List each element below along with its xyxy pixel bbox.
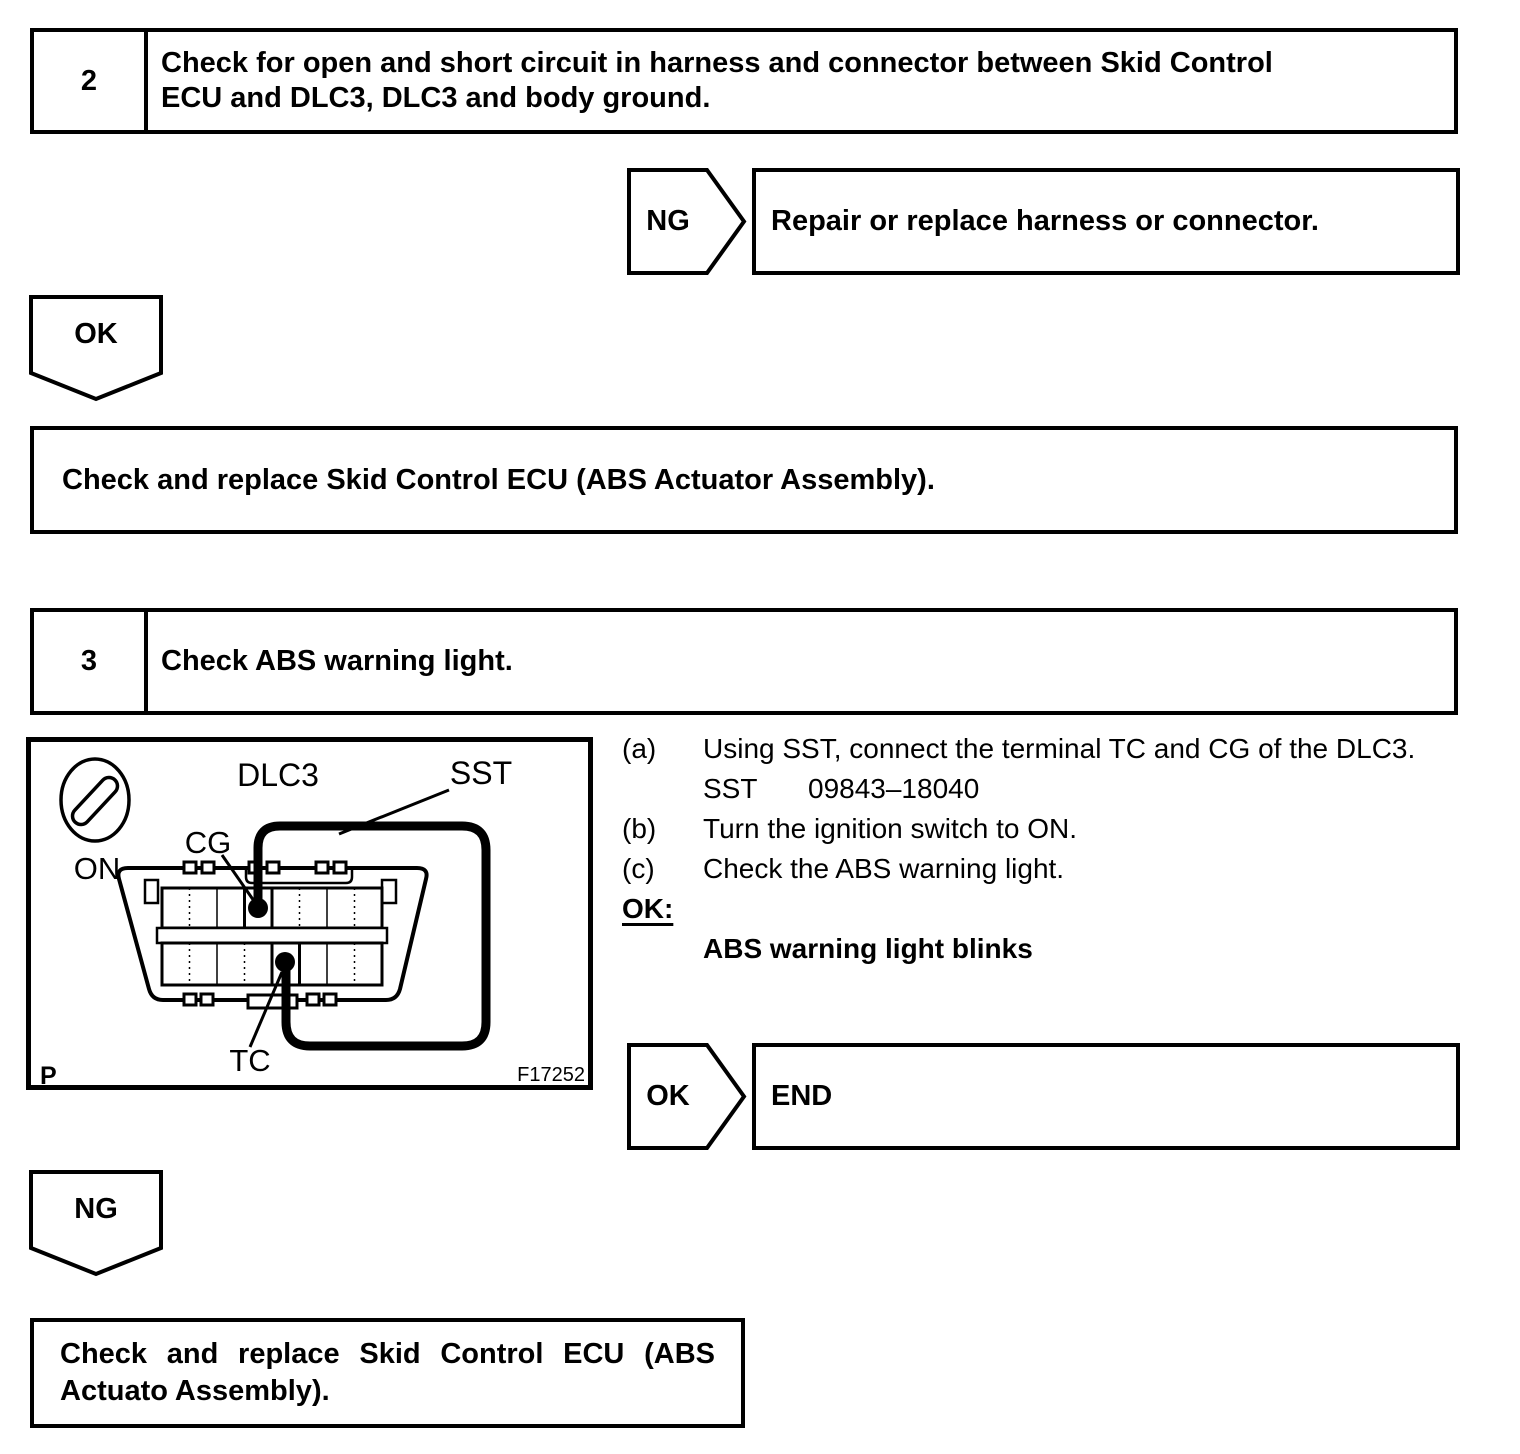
dlc3-diagram: ON xyxy=(26,737,593,1090)
sst-part-number: 09843–18040 xyxy=(808,773,980,804)
ok-end-label: OK xyxy=(646,1080,690,1112)
tc-pointer-line xyxy=(248,971,284,1048)
step-2-title-line2: ECU and DLC3, DLC3 and body ground. xyxy=(161,82,711,114)
ok-connector-down: OK xyxy=(29,295,163,402)
step-3-box: 3 Check ABS warning light. xyxy=(30,608,1458,715)
ng-pentagon-shape xyxy=(627,168,747,275)
top-pin-dividers xyxy=(188,888,356,928)
ok-criteria-heading: OK: xyxy=(622,893,674,924)
instruction-sst: SST 09843–18040 xyxy=(622,769,1484,809)
step-3-title-text: Check ABS warning light. xyxy=(161,645,513,677)
ok-pentagon-shape xyxy=(627,1043,747,1150)
key-slot xyxy=(70,775,120,827)
right-latch xyxy=(380,878,398,905)
tc-label: TC xyxy=(229,1043,270,1078)
step-3-title: Check ABS warning light. xyxy=(148,612,1454,711)
page-letter: P xyxy=(40,1062,57,1090)
replace-ecu-2-line1: Check and replace Skid Control ECU (ABS xyxy=(60,1338,715,1370)
ng-top-label: NG xyxy=(646,205,690,237)
bottom-notches xyxy=(182,992,338,1007)
left-latch xyxy=(143,878,160,905)
ng-connector-top: NG xyxy=(627,168,747,275)
replace-ecu-text-1: Check and replace Skid Control ECU (ABS … xyxy=(62,463,935,496)
ignition-on-label: ON xyxy=(74,851,121,886)
replace-ecu-box-2: Check and replace Skid Control ECU (ABS … xyxy=(30,1318,745,1428)
instruction-c: (c) Check the ABS warning light. xyxy=(622,849,1484,889)
tc-terminal-dot xyxy=(275,952,295,972)
dlc3-connector xyxy=(116,860,429,1010)
sst-diagram-label: SST xyxy=(450,755,512,791)
cg-label: CG xyxy=(185,825,232,860)
instruction-b-label: (b) xyxy=(622,813,657,844)
sst-pointer-line xyxy=(338,788,450,836)
instruction-a-label: (a) xyxy=(622,733,657,764)
step-2-number: 2 xyxy=(34,32,148,130)
ignition-key-icon xyxy=(59,757,131,843)
step-2-title-line1: Check for open and short circuit in harn… xyxy=(161,47,1273,79)
ng-down-pentagon-outline xyxy=(29,1170,163,1277)
connector-center-bar xyxy=(155,926,389,945)
ok-top-label: OK xyxy=(74,317,118,350)
cg-terminal-dot xyxy=(248,898,268,918)
figure-number: F17252 xyxy=(517,1064,585,1086)
instruction-c-label: (c) xyxy=(622,853,655,884)
step-2-title: Check for open and short circuit in harn… xyxy=(148,32,1454,130)
end-box: END xyxy=(752,1043,1460,1150)
repair-action-box: Repair or replace harness or connector. xyxy=(752,168,1460,275)
replace-ecu-box-1: Check and replace Skid Control ECU (ABS … xyxy=(30,426,1458,534)
dlc3-figure: ON xyxy=(26,737,593,1090)
replace-ecu-2-line2: Actuato Assembly). xyxy=(60,1375,330,1407)
sst-jumper-wire xyxy=(253,821,491,1051)
cg-pointer-line xyxy=(220,854,256,902)
sst-label: SST xyxy=(703,773,758,804)
step-2-box: 2 Check for open and short circuit in ha… xyxy=(30,28,1458,134)
instruction-a-text: Using SST, connect the terminal TC and C… xyxy=(703,733,1416,764)
ok-criteria-result-row: ABS warning light blinks xyxy=(622,929,1484,969)
ng-bottom-label: NG xyxy=(74,1192,118,1225)
instruction-c-text: Check the ABS warning light. xyxy=(703,853,1065,884)
end-text: END xyxy=(771,1080,833,1112)
ok-criteria-result: ABS warning light blinks xyxy=(703,933,1033,964)
step-3-number: 3 xyxy=(34,612,148,711)
instruction-a: (a) Using SST, connect the terminal TC a… xyxy=(622,729,1484,769)
ng-pentagon-outline xyxy=(627,168,747,275)
repair-action-text: Repair or replace harness or connector. xyxy=(771,205,1319,237)
bottom-pin-dividers xyxy=(188,943,356,985)
instruction-b-text: Turn the ignition switch to ON. xyxy=(703,813,1078,844)
instruction-b: (b) Turn the ignition switch to ON. xyxy=(622,809,1484,849)
connector-key-recess xyxy=(244,870,354,885)
dlc3-label: DLC3 xyxy=(237,757,319,793)
ok-down-pentagon-shape xyxy=(29,295,163,402)
ng-down-pentagon-shape xyxy=(29,1170,163,1277)
replace-ecu-text-2: Check and replace Skid Control ECU (ABS … xyxy=(34,1322,741,1424)
ok-criteria-heading-row: OK: xyxy=(622,889,1484,929)
ok-pentagon-outline xyxy=(627,1043,747,1150)
ok-connector-end: OK xyxy=(627,1043,747,1150)
ng-connector-down: NG xyxy=(29,1170,163,1277)
ok-down-pentagon-outline xyxy=(29,295,163,402)
instructions-block: (a) Using SST, connect the terminal TC a… xyxy=(622,729,1484,969)
